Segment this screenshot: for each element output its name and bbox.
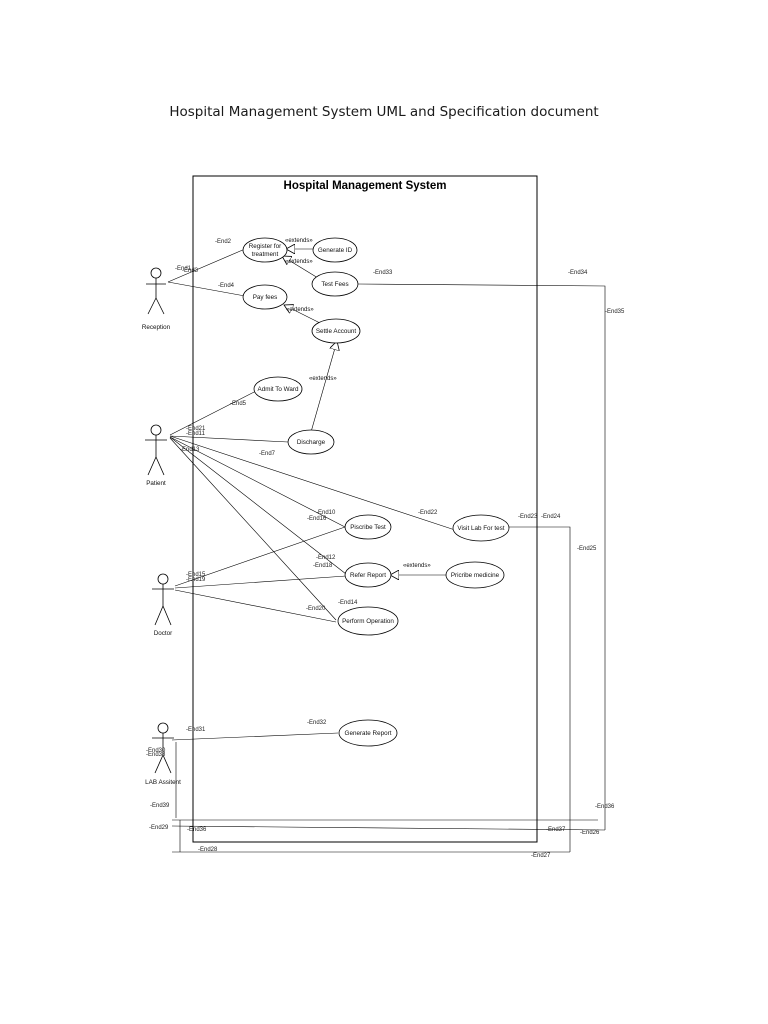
system-boundary: Hospital Management System	[192, 175, 538, 843]
use-case-label-refer-report: Refer Report	[350, 572, 386, 579]
use-case-label-prescribe-medicine: Pricribe medicine	[451, 572, 500, 579]
end-label: -End32	[307, 720, 327, 726]
use-case-perform-operation: Perform Operation	[337, 606, 399, 636]
use-case-visit-lab: Visit Lab For test	[452, 514, 510, 542]
end-label: -End4	[218, 283, 235, 289]
end-label: -End38	[146, 752, 166, 758]
end-label: -End2	[215, 239, 232, 245]
end-label: -End37	[546, 827, 566, 833]
use-case-label-test-fees: Test Fees	[321, 281, 348, 288]
end-label: -End3	[182, 268, 199, 274]
stereotype-extends-1: «extends»	[285, 238, 313, 244]
use-case-label-discharge: Discharge	[297, 439, 326, 446]
end-label: -End25	[577, 546, 597, 552]
use-case-label-admit-ward: Admit To Ward	[258, 386, 299, 393]
end-label: -End27	[531, 853, 551, 859]
end-label: -End23	[518, 514, 538, 520]
end-label: -End15	[186, 572, 206, 578]
end-label: -End31	[186, 727, 206, 733]
stereotype-extends-2: «extends»	[285, 259, 313, 265]
end-label: -End36	[595, 804, 615, 810]
end-label: -End22	[418, 510, 438, 516]
actor-label-doctor: Doctor	[154, 630, 173, 637]
actor-label-reception: Reception	[142, 324, 171, 331]
end-label: -End11	[186, 431, 206, 437]
end-label: -End29	[149, 825, 169, 831]
use-case-label-register-1: Register for	[249, 243, 282, 250]
end-label: -End18	[313, 563, 333, 569]
end-label: -End10	[316, 510, 336, 516]
use-case-prescribe-medicine: Pricribe medicine	[445, 561, 505, 589]
use-case-test-fees: Test Fees	[311, 271, 359, 297]
end-label: -End13	[180, 447, 200, 453]
use-case-label-generate-id: Generate ID	[318, 247, 353, 254]
end-label: -End26	[580, 830, 600, 836]
end-label: -End7	[259, 451, 276, 457]
use-case-label-visit-lab: Visit Lab For test	[457, 525, 504, 532]
end-label: -End34	[568, 270, 588, 276]
use-case-prescribe-test: Piscribe Test	[344, 514, 392, 540]
stereotype-extends-5: «extends»	[403, 563, 431, 569]
association-lines	[167, 248, 606, 853]
use-case-register: Register for treatment	[242, 237, 288, 263]
end-label: -End5	[230, 401, 247, 407]
use-case-label-generate-report: Generate Report	[345, 730, 392, 737]
use-case-generate-id: Generate ID	[312, 237, 358, 263]
actor-reception: Reception	[142, 267, 171, 331]
end-label: -End19	[186, 577, 206, 583]
use-case-label-pay-fees: Pay fees	[253, 294, 278, 301]
use-case-label-perform-operation: Perform Operation	[342, 618, 394, 625]
end-label: -End33	[373, 270, 393, 276]
end-label: -End16	[307, 516, 327, 522]
end-label: -End21	[186, 426, 206, 432]
end-label: -End1	[175, 266, 192, 272]
end-label: -End14	[338, 600, 358, 606]
stereotype-extends-4: «extends»	[309, 376, 337, 382]
actor-label-patient: Patient	[146, 480, 166, 487]
stereotype-extends-3: «extends»	[286, 307, 314, 313]
actor-doctor: Doctor	[152, 573, 174, 637]
end-label: -End30	[146, 748, 166, 754]
use-case-admit-ward: Admit To Ward	[253, 376, 303, 402]
use-case-label-prescribe-test: Piscribe Test	[350, 524, 386, 531]
actor-label-lab: LAB Assitent	[145, 779, 181, 786]
use-case-settle-account: Settle Account	[311, 318, 361, 344]
system-title: Hospital Management System	[284, 180, 447, 192]
end-label: -End28	[198, 847, 218, 853]
use-case-discharge: Discharge	[287, 429, 335, 455]
extend-relations	[282, 249, 446, 575]
use-case-label-settle-account: Settle Account	[316, 328, 357, 335]
use-case-label-register-2: treatment	[252, 251, 279, 258]
actor-patient: Patient	[145, 424, 167, 487]
end-label: -End12	[316, 555, 336, 561]
use-case-generate-report: Generate Report	[338, 719, 398, 747]
end-label: -End20	[306, 606, 326, 612]
document-title: Hospital Management System UML and Speci…	[169, 104, 599, 120]
actor-lab-assistant: LAB Assitent	[145, 722, 181, 786]
end-label: -End36	[187, 827, 207, 833]
use-case-pay-fees: Pay fees	[242, 284, 288, 310]
end-label: -End39	[150, 803, 170, 809]
end-label: -End35	[605, 309, 625, 315]
use-case-refer-report: Refer Report	[344, 562, 392, 588]
end-label: -End24	[541, 514, 561, 520]
